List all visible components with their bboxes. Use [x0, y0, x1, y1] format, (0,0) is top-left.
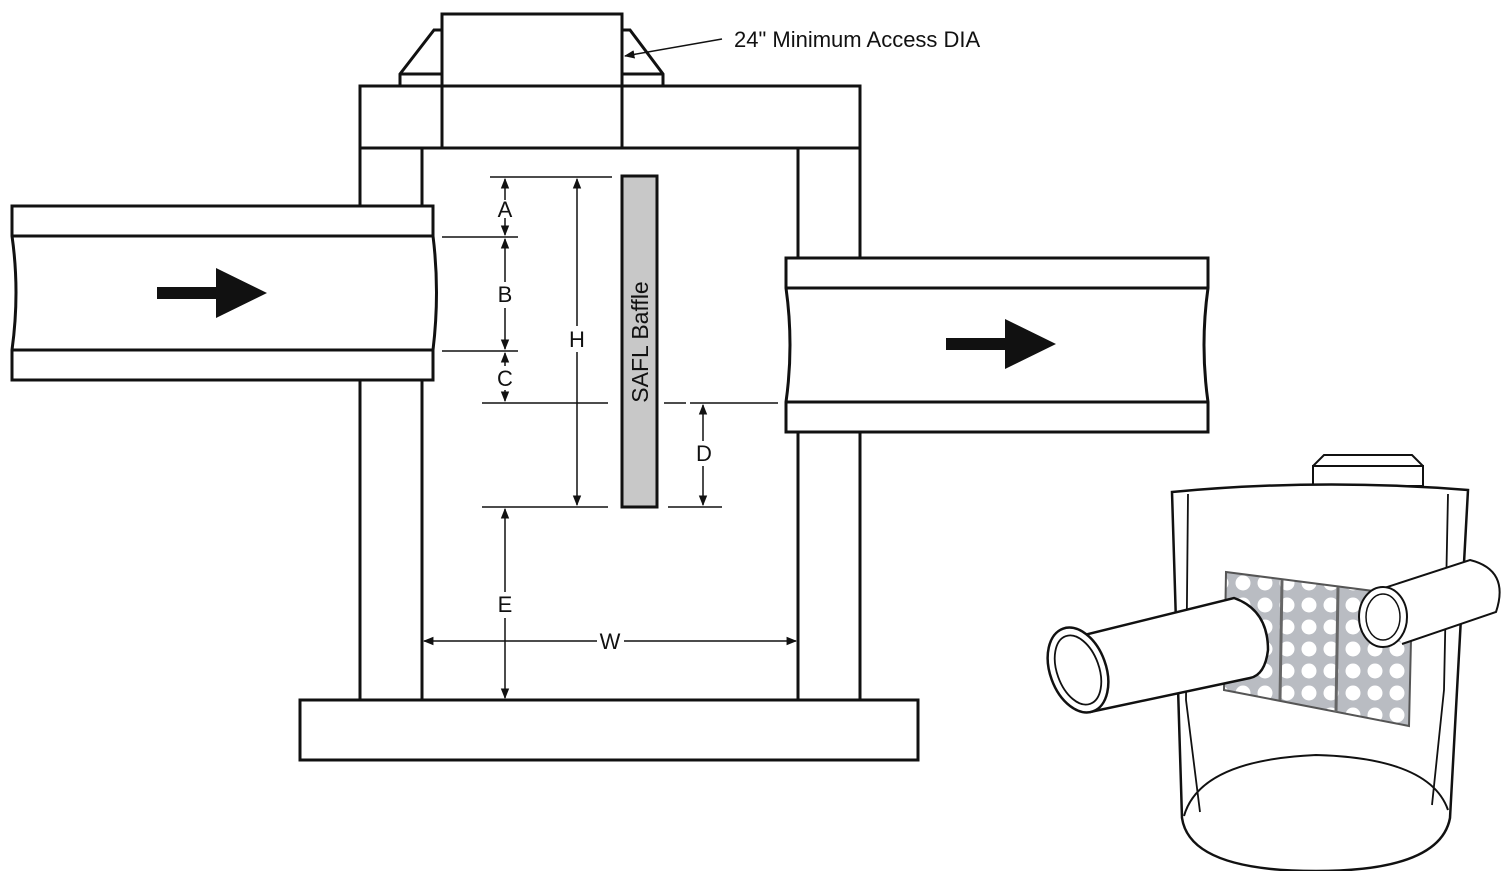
baffle-label: SAFL Baffle [627, 281, 653, 402]
inlet-pipe [10, 204, 438, 382]
dim-label-e: E [498, 592, 513, 617]
dim-label-b: B [498, 282, 513, 307]
manhole-3d-illustration [1046, 454, 1501, 871]
dim-label-c: C [497, 366, 513, 391]
flow-arrow-icon [157, 268, 267, 318]
safl-baffle [620, 174, 659, 509]
dimension-arrows [422, 177, 798, 700]
access-leader-line [623, 38, 723, 59]
outlet-pipe [784, 256, 1210, 434]
dim-label-w: W [600, 629, 621, 654]
dim-label-d: D [696, 441, 712, 466]
base-slab [298, 698, 920, 762]
flow-arrow-icon [946, 319, 1056, 369]
access-label: 24" Minimum Access DIA [734, 27, 981, 52]
top-slab [358, 84, 862, 150]
dim-label-a: A [498, 197, 513, 222]
extension-lines [442, 176, 778, 508]
dim-label-h: H [569, 327, 585, 352]
